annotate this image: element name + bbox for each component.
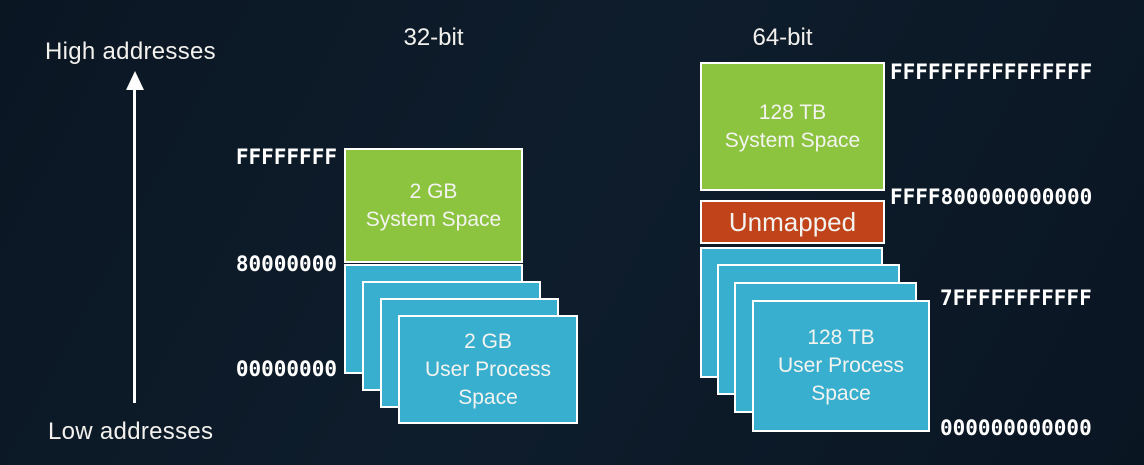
system-space-box-64: 128 TB System Space [700,62,885,191]
system-space-label-32: System Space [365,207,502,231]
system-space-box-32: 2 GB System Space [344,148,523,263]
user-space-label-64: User Process [777,354,905,377]
addr-64-top: FFFFFFFFFFFFFFFF [890,60,1093,84]
column-title-64bit: 64-bit [752,24,813,51]
arrow-up-icon [126,71,144,90]
user-space-size-64: 128 TB [807,326,875,349]
column-title-32bit: 32-bit [403,24,464,51]
address-axis-arrow-line [133,88,136,403]
unmapped-label: Unmapped [728,206,857,237]
unmapped-box: Unmapped [700,200,885,244]
system-space-size-32: 2 GB [409,179,458,203]
addr-64-system-bottom: FFFF800000000000 [890,185,1093,209]
addr-64-user-top: 7FFFFFFFFFFF [940,286,1092,310]
user-space-box-32: 2 GB User Process Space [398,315,578,424]
user-space-label2-32: Space [458,385,518,409]
user-space-label2-64: Space [811,382,871,405]
addr-32-top: FFFFFFFF [235,145,337,169]
user-space-label-32: User Process [424,357,552,381]
system-space-size-64: 128 TB [758,100,827,124]
system-space-label-64: System Space [724,128,861,152]
user-space-box-64: 128 TB User Process Space [752,300,930,432]
addr-64-bottom: 000000000000 [940,416,1092,440]
low-addresses-label: Low addresses [48,418,214,445]
user-space-size-32: 2 GB [464,329,512,353]
addr-32-bottom: 00000000 [235,357,337,381]
addr-32-mid: 80000000 [235,252,337,276]
high-addresses-label: High addresses [45,38,216,65]
